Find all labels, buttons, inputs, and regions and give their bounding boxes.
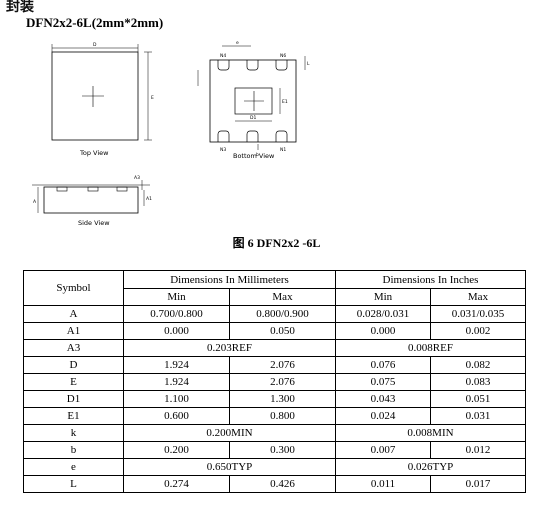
in-max-cell: 0.012 xyxy=(429,441,527,459)
pin-N3-label: N3 xyxy=(220,147,226,153)
symbol-cell: A1 xyxy=(23,322,124,340)
mm-max-cell: 0.800/0.900 xyxy=(228,305,337,323)
top-view-label: Top View xyxy=(79,149,109,157)
symbol-cell: D1 xyxy=(23,390,124,408)
in-min-cell: 0.011 xyxy=(335,475,431,493)
mm-min-cell: 0.600 xyxy=(123,407,230,425)
symbol-header: Symbol xyxy=(23,270,124,306)
dim-L-label: L xyxy=(307,61,310,67)
in-span-cell: 0.008REF xyxy=(335,339,526,357)
dim-b-label: b xyxy=(256,152,259,158)
symbol-cell: b xyxy=(23,441,124,459)
in-min-cell: 0.024 xyxy=(335,407,431,425)
mm-max-cell: 0.426 xyxy=(228,475,337,493)
symbol-cell: D xyxy=(23,356,124,374)
mm-max-cell: 2.076 xyxy=(228,356,337,374)
in-max-cell: 0.082 xyxy=(429,356,527,374)
in-max-cell: 0.083 xyxy=(429,373,527,391)
dim-A1-label: A1 xyxy=(146,196,152,202)
mm-min-cell: 0.200 xyxy=(123,441,230,459)
dim-D-label: D xyxy=(93,42,97,48)
symbol-cell: e xyxy=(23,458,124,476)
mm-min-cell: 1.924 xyxy=(123,373,230,391)
package-title: DFN2x2-6L(2mm*2mm) xyxy=(26,15,164,30)
in-min-cell: 0.076 xyxy=(335,356,431,374)
in-max-header: Max xyxy=(429,288,527,306)
mm-min-cell: 1.924 xyxy=(123,356,230,374)
mm-max-cell: 2.076 xyxy=(228,373,337,391)
pin-N6-label: N6 xyxy=(280,53,286,59)
bottom-view: e D1 E1 L b N4 N6 N3 N1 Bottom View xyxy=(197,41,310,160)
in-max-cell: 0.002 xyxy=(429,322,527,340)
in-span-cell: 0.008MIN xyxy=(335,424,526,442)
dimensions-table: Symbol Dimensions In Millimeters Dimensi… xyxy=(23,270,527,493)
bottom-view-label: Bottom View xyxy=(233,152,275,160)
mm-min-header: Min xyxy=(123,288,230,306)
mm-header: Dimensions In Millimeters xyxy=(123,270,336,289)
mm-min-cell: 0.000 xyxy=(123,322,230,340)
in-min-cell: 0.000 xyxy=(335,322,431,340)
in-max-cell: 0.031/0.035 xyxy=(429,305,527,323)
pin-N1-label: N1 xyxy=(280,147,286,153)
symbol-cell: A3 xyxy=(23,339,124,357)
pin-N4-label: N4 xyxy=(220,53,226,59)
figure-caption: 图 6 DFN2x2 -6L xyxy=(232,236,321,250)
symbol-cell: E1 xyxy=(23,407,124,425)
in-min-cell: 0.007 xyxy=(335,441,431,459)
symbol-cell: E xyxy=(23,373,124,391)
mm-max-cell: 0.300 xyxy=(228,441,337,459)
mm-max-cell: 0.800 xyxy=(228,407,337,425)
mm-min-cell: 1.100 xyxy=(123,390,230,408)
mm-span-cell: 0.200MIN xyxy=(123,424,336,442)
in-min-header: Min xyxy=(335,288,431,306)
mm-min-cell: 0.700/0.800 xyxy=(123,305,230,323)
side-view-label: Side View xyxy=(78,219,110,227)
dim-e-label: e xyxy=(236,41,239,46)
dim-A3-label: A3 xyxy=(134,175,140,181)
dim-E-label: E xyxy=(151,95,154,101)
in-span-cell: 0.026TYP xyxy=(335,458,526,476)
top-view: D E Top View xyxy=(51,42,154,157)
mm-min-cell: 0.274 xyxy=(123,475,230,493)
mm-max-cell: 0.050 xyxy=(228,322,337,340)
side-view: A A3 A1 Side View xyxy=(32,175,152,227)
dim-A-label: A xyxy=(33,199,37,205)
symbol-cell: k xyxy=(23,424,124,442)
in-max-cell: 0.017 xyxy=(429,475,527,493)
package-drawing: D E Top View e D1 E1 L b xyxy=(32,41,310,227)
dim-E1-label: E1 xyxy=(282,99,288,105)
in-min-cell: 0.043 xyxy=(335,390,431,408)
symbol-cell: A xyxy=(23,305,124,323)
mm-max-header: Max xyxy=(228,288,337,306)
in-min-cell: 0.075 xyxy=(335,373,431,391)
mm-span-cell: 0.650TYP xyxy=(123,458,336,476)
symbol-cell: L xyxy=(23,475,124,493)
in-max-cell: 0.051 xyxy=(429,390,527,408)
mm-span-cell: 0.203REF xyxy=(123,339,336,357)
section-title: 封装 xyxy=(6,0,34,15)
dim-D1-label: D1 xyxy=(250,115,256,121)
in-max-cell: 0.031 xyxy=(429,407,527,425)
mm-max-cell: 1.300 xyxy=(228,390,337,408)
in-header: Dimensions In Inches xyxy=(335,270,526,289)
in-min-cell: 0.028/0.031 xyxy=(335,305,431,323)
